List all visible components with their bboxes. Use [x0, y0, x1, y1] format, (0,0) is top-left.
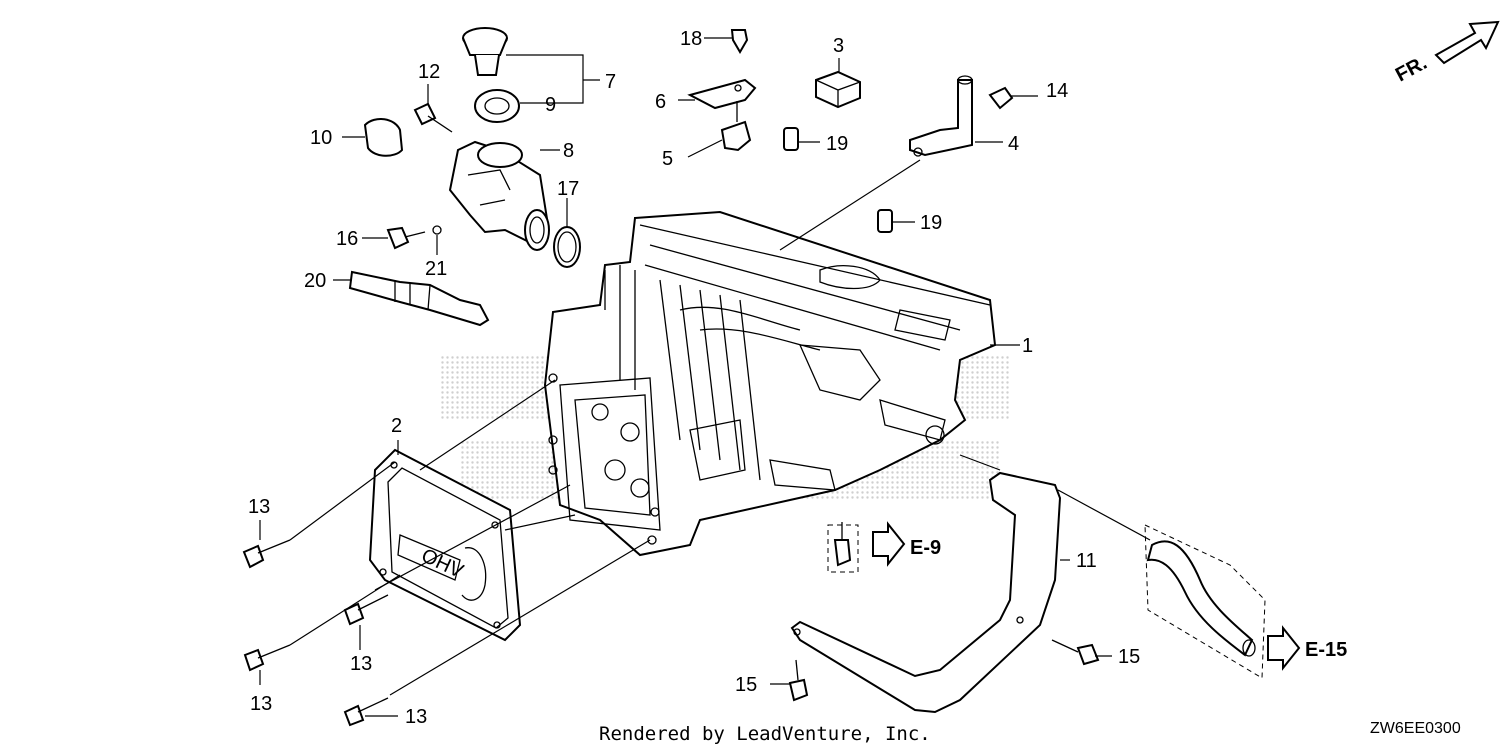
- callout-13-d[interactable]: 13: [405, 706, 427, 728]
- callout-7[interactable]: 7: [605, 71, 616, 93]
- callout-15-a[interactable]: 15: [1118, 646, 1140, 668]
- callout-11[interactable]: 11: [1076, 550, 1097, 572]
- callout-18[interactable]: 18: [680, 28, 702, 50]
- callout-12[interactable]: 12: [418, 61, 440, 83]
- spark-plug-part: [348, 270, 490, 327]
- callout-10[interactable]: 10: [310, 127, 332, 149]
- callout-16[interactable]: 16: [336, 228, 358, 250]
- small-parts: [687, 29, 1014, 233]
- callout-6[interactable]: 6: [655, 91, 666, 113]
- callout-19-b[interactable]: 19: [920, 212, 942, 234]
- callout-8[interactable]: 8: [563, 140, 574, 162]
- front-direction-label: FR.: [1392, 52, 1431, 87]
- cylinder-block-part: [543, 210, 997, 557]
- front-arrow-icon: [1434, 20, 1500, 65]
- leader-lines: [259, 37, 1151, 717]
- callout-13-a[interactable]: 13: [248, 496, 270, 518]
- head-cover-part: OHV: [368, 448, 522, 642]
- callout-3[interactable]: 3: [833, 35, 844, 57]
- callout-9[interactable]: 9: [545, 94, 556, 116]
- callout-14[interactable]: 14: [1046, 80, 1068, 102]
- callout-13-b[interactable]: 13: [350, 653, 372, 675]
- thermostat-housing-part: [363, 27, 581, 268]
- callout-5[interactable]: 5: [662, 148, 673, 170]
- bolts: [242, 522, 1100, 727]
- bracket-part: [790, 471, 1062, 714]
- figure-code: ZW6EE0300: [1370, 720, 1461, 737]
- callout-15-b[interactable]: 15: [735, 674, 757, 696]
- callout-1[interactable]: 1: [1022, 335, 1033, 357]
- ref-arrow-e15-icon: [1267, 625, 1301, 671]
- callout-4[interactable]: 4: [1008, 133, 1019, 155]
- callout-19-a[interactable]: 19: [826, 133, 848, 155]
- callout-20[interactable]: 20: [304, 270, 326, 292]
- callout-21[interactable]: 21: [425, 258, 447, 280]
- ref-e15[interactable]: E-15: [1305, 639, 1347, 661]
- callout-labels: 1 2 3 4 5 6 7 8 9 10 11 12 13 13 13 13 1…: [248, 28, 1140, 728]
- credit-text: Rendered by LeadVenture, Inc.: [599, 723, 931, 745]
- callout-2[interactable]: 2: [391, 415, 402, 437]
- callout-13-c[interactable]: 13: [250, 693, 272, 715]
- ref-arrow-e9-icon: [872, 521, 906, 567]
- hose-part: [1144, 524, 1266, 679]
- ref-e9[interactable]: E-9: [910, 537, 941, 559]
- callout-17[interactable]: 17: [557, 178, 579, 200]
